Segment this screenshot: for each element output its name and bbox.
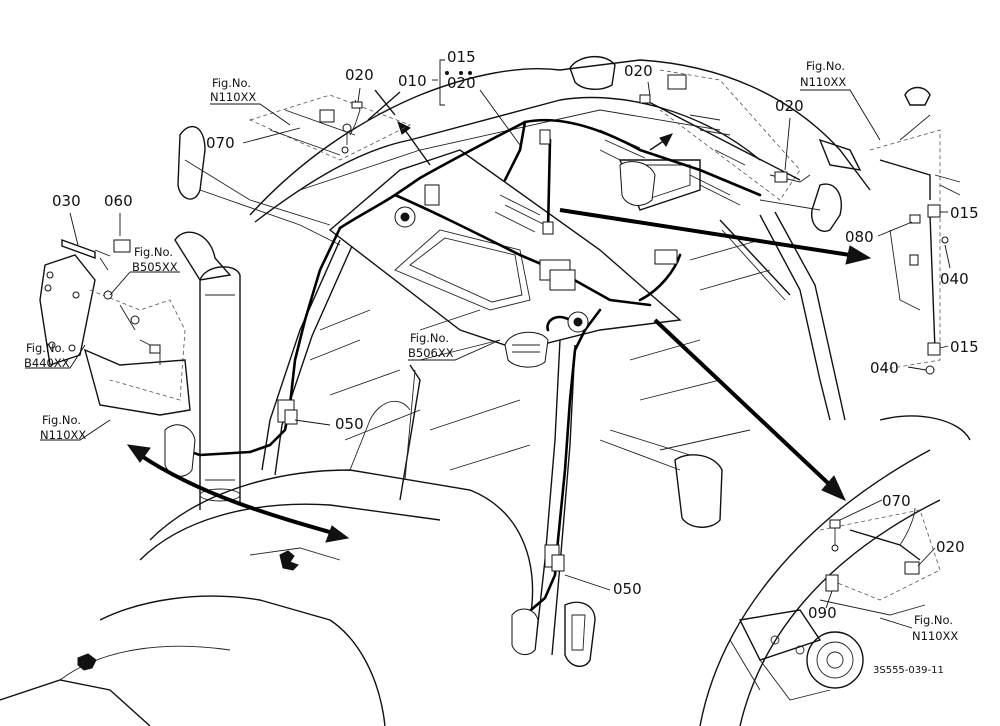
- drawing-code: 3S555-039-11: [873, 665, 944, 676]
- fig-ref-n110-tl-label: Fig.No.: [212, 76, 251, 90]
- callout-070-b: 070: [882, 492, 911, 510]
- callout-020-d: 020: [936, 538, 965, 556]
- callout-020-a: 020: [345, 66, 374, 84]
- cab-roof-outline: [177, 56, 871, 351]
- fig-ref-n110-tl-code: N110XX: [210, 90, 256, 104]
- harness-connectors: [164, 129, 678, 656]
- fig-ref-b505-label: Fig.No.: [134, 245, 173, 259]
- callout-015-top: 015: [447, 48, 476, 66]
- fig-ref-n110-br-label: Fig.No.: [914, 613, 953, 627]
- callout-leaders: [25, 59, 951, 629]
- callout-020-top: 020: [447, 74, 476, 92]
- callout-015-r1: 015: [950, 204, 979, 222]
- detail-bottom-right-mount: [819, 507, 941, 616]
- fig-ref-b506-code: B506XX: [408, 346, 454, 360]
- callout-070-a: 070: [206, 134, 235, 152]
- detail-top-right-mount: [639, 69, 862, 201]
- detail-right-rod: [869, 86, 961, 375]
- callout-030: 030: [52, 192, 81, 210]
- fig-ref-b506-label: Fig.No.: [410, 331, 449, 345]
- fig-ref-n110-tr-label: Fig.No.: [806, 59, 845, 73]
- figure-references: Fig.No. N110XX Fig.No. N110XX Fig.No. B5…: [24, 59, 958, 676]
- fig-ref-b505-code: B505XX: [132, 260, 178, 274]
- hood-and-fenders: [0, 400, 971, 726]
- callout-050-a: 050: [335, 415, 364, 433]
- fig-ref-n110-br-code: N110XX: [912, 629, 958, 643]
- callout-010: 010: [398, 72, 427, 90]
- fig-ref-n110-l-code: N110XX: [40, 428, 86, 442]
- callout-020-b: 020: [624, 62, 653, 80]
- fig-ref-n110-l-label: Fig.No.: [42, 413, 81, 427]
- pointer-arrows: [126, 121, 872, 543]
- detail-top-left-mount: [248, 89, 411, 161]
- callout-labels: 010 015 020 020 070 020 020 030 060 050 …: [52, 48, 979, 622]
- detail-left-bracket: [39, 239, 191, 416]
- callout-050-b: 050: [613, 580, 642, 598]
- fig-ref-n110-tr-code: N110XX: [800, 75, 846, 89]
- fig-ref-b440-code: B440XX: [24, 356, 70, 370]
- callout-015-r2: 015: [950, 338, 979, 356]
- callout-090: 090: [808, 604, 837, 622]
- callout-060: 060: [104, 192, 133, 210]
- callout-080: 080: [845, 228, 874, 246]
- cab-pillars: [174, 211, 846, 656]
- fig-ref-b440-label: Fig.No.: [26, 341, 65, 355]
- callout-040-r2: 040: [870, 359, 899, 377]
- callout-020-c: 020: [775, 97, 804, 115]
- callout-040-r1: 040: [940, 270, 969, 288]
- wiring-harness: [183, 118, 762, 632]
